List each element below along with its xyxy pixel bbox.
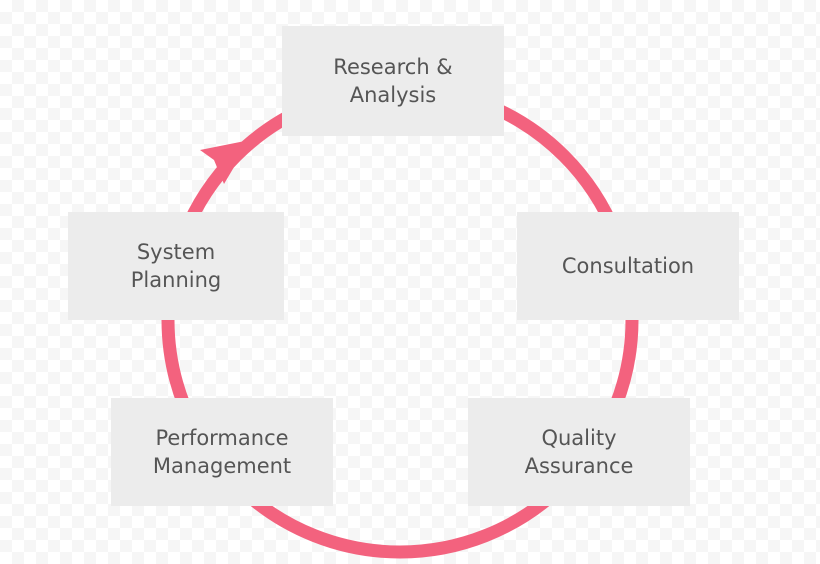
- arrowhead-icon: [200, 140, 250, 184]
- step-system-planning: System Planning: [68, 212, 284, 320]
- step-label: Performance Management: [152, 426, 292, 478]
- step-label: Quality Assurance: [524, 426, 634, 478]
- step-label: System Planning: [130, 240, 222, 292]
- step-label: Consultation: [561, 254, 695, 278]
- step-performance-management: Performance Management: [111, 398, 333, 506]
- step-consultation: Consultation: [517, 212, 739, 320]
- step-research-analysis: Research & Analysis: [282, 26, 504, 136]
- step-quality-assurance: Quality Assurance: [468, 398, 690, 506]
- step-label: Research & Analysis: [333, 55, 453, 107]
